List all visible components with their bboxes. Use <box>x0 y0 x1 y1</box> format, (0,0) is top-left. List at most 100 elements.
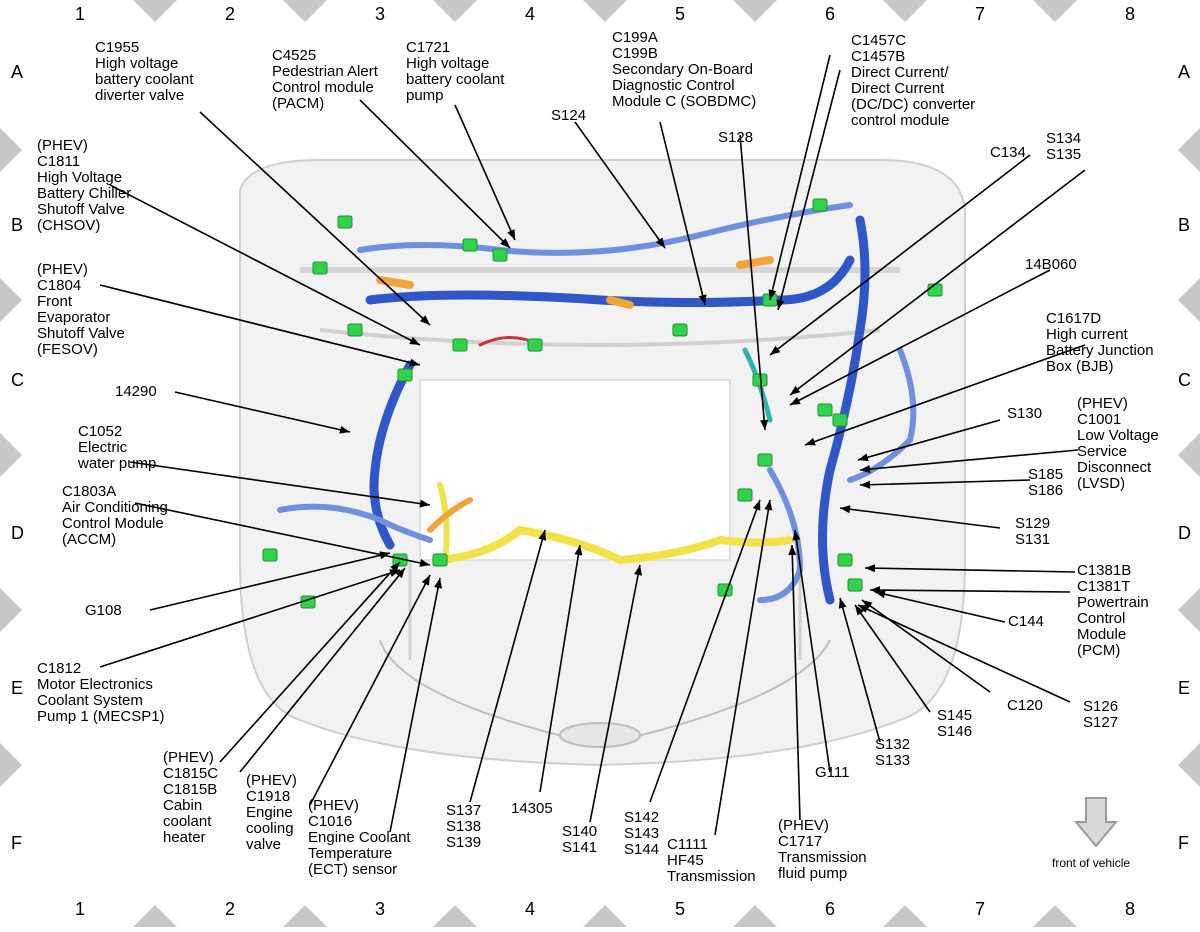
border-chevron <box>1033 0 1077 22</box>
leader-line <box>199 111 431 326</box>
callout-s134: S134 S135 <box>1046 130 1082 163</box>
leader-line <box>769 54 831 301</box>
connector-block <box>737 488 753 502</box>
grid-row-E: E <box>1178 678 1191 698</box>
connector-block <box>837 553 853 567</box>
harness-wire <box>376 276 414 289</box>
grid-column-8: 8 <box>1125 4 1136 24</box>
leader-arrowhead <box>634 565 643 576</box>
callout-c1803a: C1803A Air Conditioning Control Module (… <box>62 483 168 548</box>
callout-s185: S185 S186 <box>1028 466 1064 499</box>
front-of-vehicle-label: front of vehicle <box>1052 856 1131 870</box>
leader-line <box>857 604 1071 703</box>
leader-arrowhead <box>538 530 547 541</box>
callout-c1918: (PHEV) C1918 Engine cooling valve <box>246 772 297 853</box>
grid-column-7: 7 <box>975 899 986 919</box>
border-chevron <box>433 0 477 22</box>
leader-arrowhead <box>409 336 420 345</box>
callout-c1811: (PHEV) C1811 High Voltage Battery Chille… <box>37 137 132 234</box>
border-chevron <box>283 905 327 927</box>
border-chevron <box>583 905 627 927</box>
grid-row-E: E <box>11 678 24 698</box>
harness-wire <box>357 202 853 256</box>
callout-c1955: C1955 High voltage battery coolant diver… <box>95 39 194 104</box>
leader-line <box>714 499 771 836</box>
connector-block <box>347 323 363 337</box>
leader-arrowhead <box>875 590 886 599</box>
leader-arrowhead <box>389 569 400 577</box>
callout-s137: S137 S138 S139 <box>446 802 482 851</box>
leader-arrowhead <box>860 480 871 489</box>
grid-column-1: 1 <box>75 899 86 919</box>
callout-c1717: (PHEV) C1717 Transmission fluid pump <box>778 817 867 882</box>
leader-line <box>791 544 801 821</box>
callout-c1812: C1812 Motor Electronics Coolant System P… <box>37 660 165 725</box>
leader-line <box>589 564 641 823</box>
grid-row-D: D <box>1178 523 1191 543</box>
connector-block <box>492 248 508 262</box>
connector-block <box>847 578 863 592</box>
leader-arrowhead <box>840 505 851 514</box>
harness-wire <box>365 255 855 307</box>
leader-line <box>99 569 401 668</box>
callout-s140: S140 S141 <box>562 823 598 856</box>
callout-s130: S130 <box>1007 405 1043 422</box>
connector-block <box>527 338 543 352</box>
callout-c1111: C1111 HF45 Transmission <box>667 836 756 885</box>
connector-block <box>927 283 943 297</box>
border-chevron <box>733 0 777 22</box>
leader-arrowhead <box>419 559 430 567</box>
callout-c1617d: C1617D High current Battery Junction Box… <box>1046 310 1154 375</box>
border-chevron <box>0 278 22 322</box>
connector-block <box>817 403 833 417</box>
callout-c144: C144 <box>1008 613 1044 630</box>
leader-arrowhead <box>390 562 400 573</box>
grid-column-2: 2 <box>225 899 236 919</box>
connector-block <box>812 198 828 212</box>
leader-line <box>659 121 706 306</box>
grid-row-A: A <box>1178 62 1191 82</box>
border-chevron <box>1178 128 1200 172</box>
leader-arrowhead <box>788 545 797 556</box>
leader-line <box>769 154 1031 356</box>
leader-line <box>539 544 581 793</box>
leader-line <box>869 589 1071 593</box>
grid-row-C: C <box>1178 370 1191 390</box>
leader-arrowhead <box>507 229 515 240</box>
callout-c1457: C1457C C1457B Direct Current/ Direct Cur… <box>851 32 976 129</box>
callout-c199: C199A C199B Secondary On-Board Diagnosti… <box>612 29 757 110</box>
grid-column-6: 6 <box>825 4 836 24</box>
callout-14305: 14305 <box>511 800 553 817</box>
leader-line <box>804 344 1086 446</box>
leader-line <box>174 391 351 433</box>
leader-arrowhead <box>419 499 430 508</box>
callout-c4525: C4525 Pedestrian Alert Control module (P… <box>272 47 378 112</box>
callout-c134: C134 <box>990 144 1026 161</box>
connector-block <box>452 338 468 352</box>
connector-block <box>262 548 278 562</box>
leader-arrowhead <box>838 598 847 609</box>
leader-arrowhead <box>421 575 430 586</box>
connector-block <box>432 553 448 567</box>
leader-line <box>789 169 1086 396</box>
grid-column-6: 6 <box>825 899 836 919</box>
connector-block <box>672 323 688 337</box>
leader-arrowhead <box>865 564 876 573</box>
leader-arrowhead <box>434 578 442 589</box>
leader-line <box>359 99 511 249</box>
harness-wire <box>427 497 473 533</box>
leader-line <box>389 577 441 833</box>
connector-block <box>757 453 773 467</box>
border-chevron <box>1178 278 1200 322</box>
callout-g111: G111 <box>815 764 850 781</box>
harness-wire <box>277 503 433 543</box>
callout-s142: S142 S143 S144 <box>624 809 660 858</box>
leader-arrowhead <box>858 605 869 613</box>
leader-arrowhead <box>770 345 781 355</box>
leader-arrowhead <box>339 425 350 434</box>
border-chevron <box>133 0 177 22</box>
callout-s124: S124 <box>551 107 587 124</box>
callout-s126: S126 S127 <box>1083 698 1119 731</box>
grid-column-5: 5 <box>675 4 686 24</box>
